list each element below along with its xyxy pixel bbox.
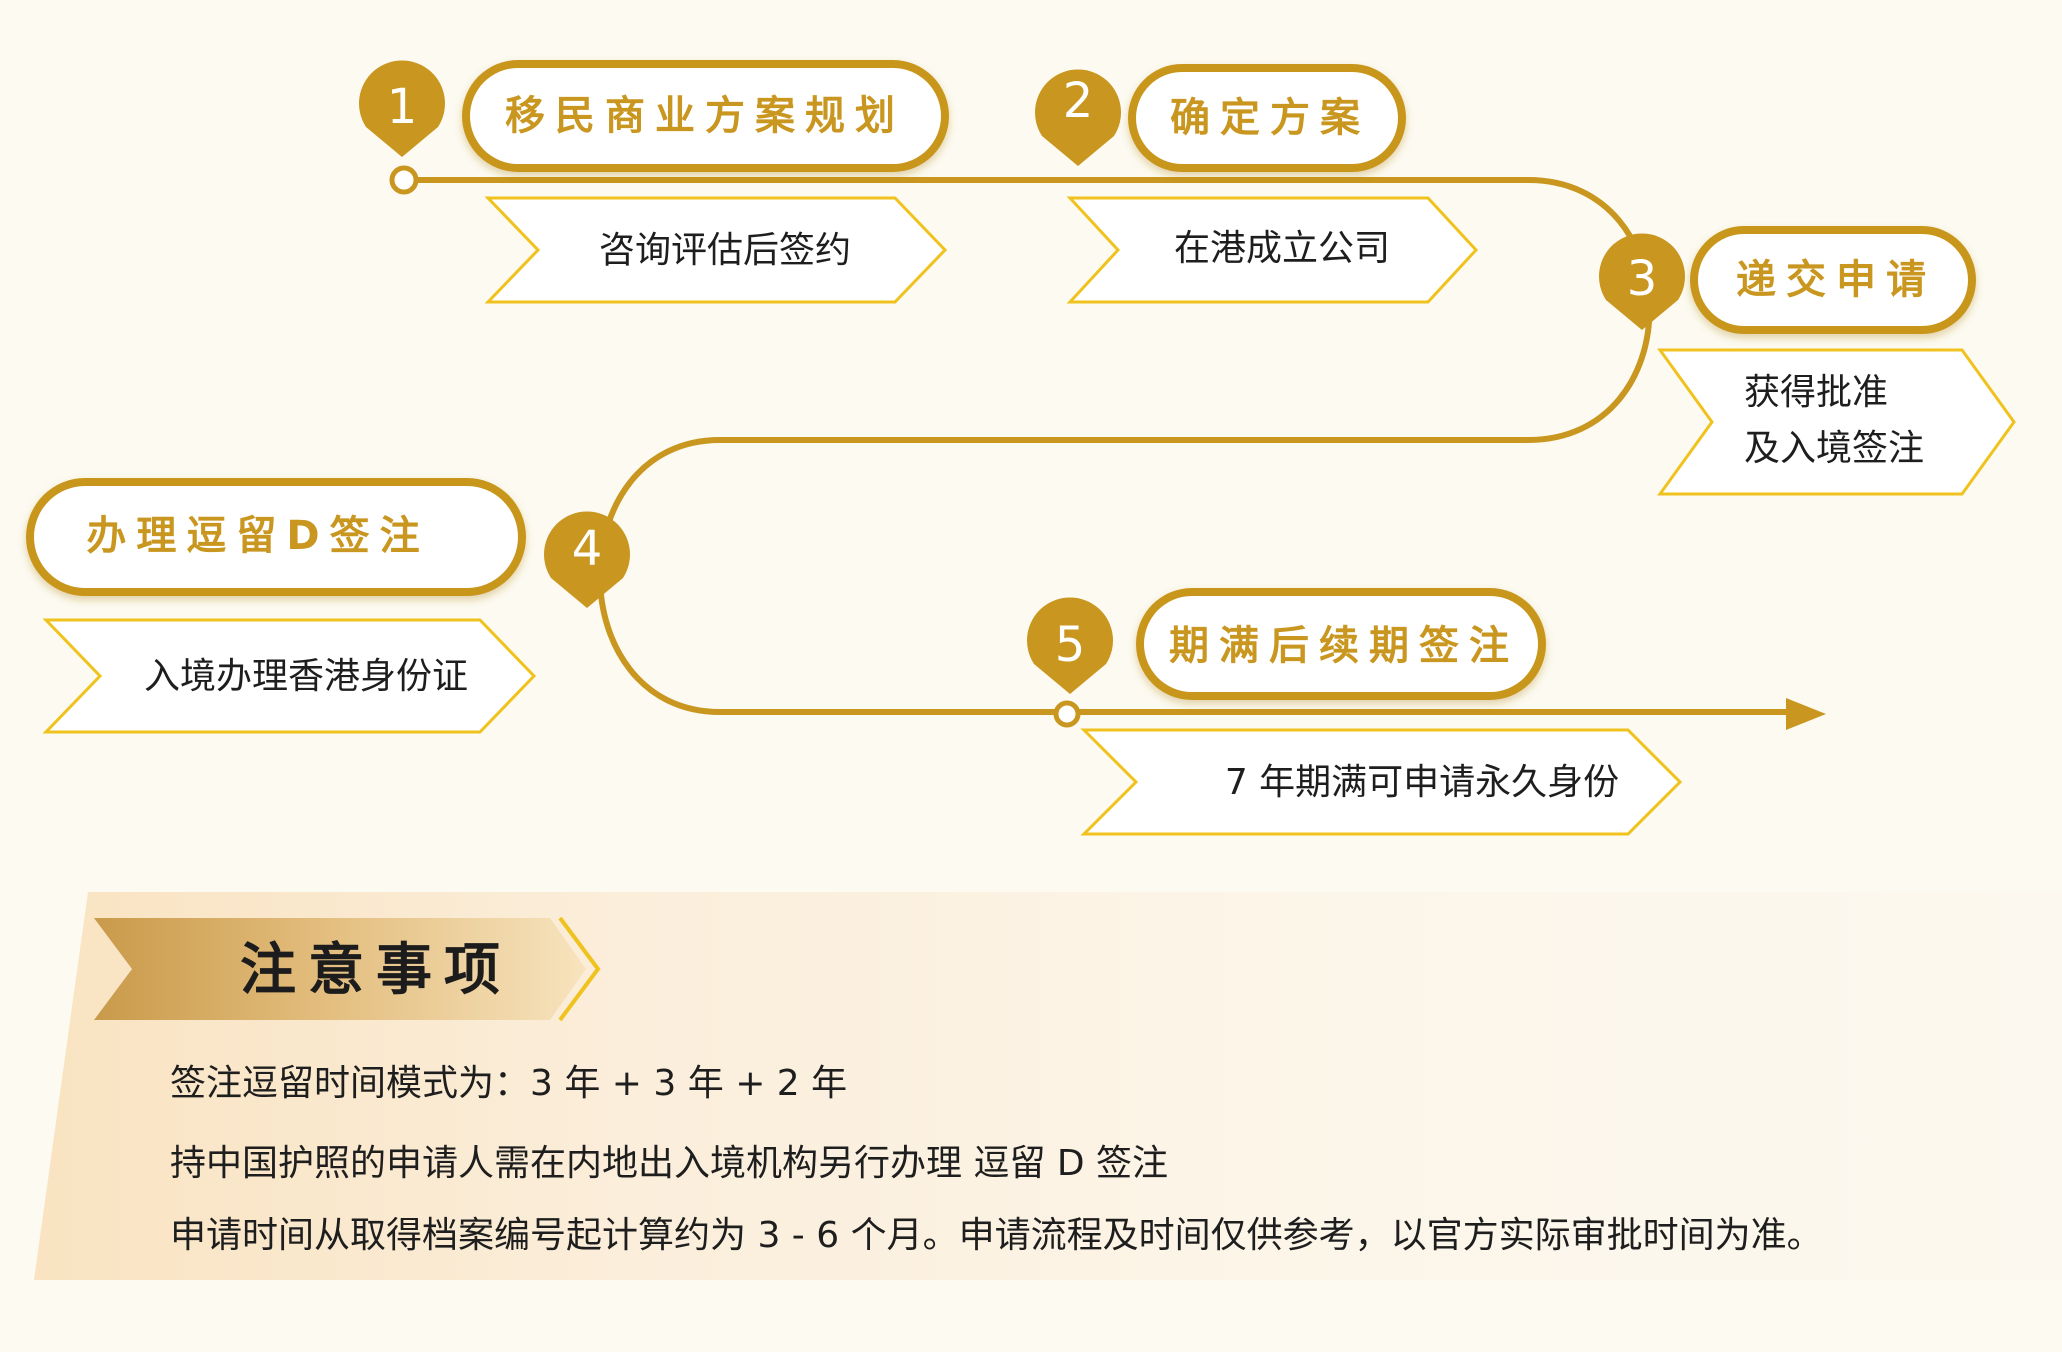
step-3-number: 3	[1627, 251, 1658, 307]
step-1-desc: 咨询评估后签约	[599, 230, 851, 271]
step-3-marker-pin	[1598, 233, 1685, 330]
step-4-title: 办理逗留D签注	[86, 513, 429, 559]
step-2: 2 确定方案 在港成立公司	[1035, 64, 1479, 304]
step-2-number: 2	[1063, 73, 1094, 129]
step-4-desc: 入境办理香港身份证	[144, 656, 468, 697]
step-2-marker-pin	[1035, 69, 1121, 166]
step-5-desc: 7 年期满可申请永久身份	[1225, 762, 1619, 803]
step-2-title: 确定方案	[1170, 95, 1370, 141]
step-5: 5 期满后续期签注 7 年期满可申请永久身份	[1027, 588, 1683, 836]
step-4-desc-tag	[42, 618, 537, 734]
step-5-title: 期满后续期签注	[1169, 623, 1519, 669]
step-2-desc: 在港成立公司	[1174, 228, 1390, 269]
step-2-desc-tag	[1066, 196, 1479, 304]
step-5-desc-tag	[1080, 728, 1683, 836]
step-3-title: 递交申请	[1736, 257, 1936, 303]
note-item-2: 持中国护照的申请人需在内地出入境机构另行办理 逗留 D 签注	[170, 1143, 1169, 1184]
step-1-desc-tag	[484, 196, 948, 304]
path-node-start	[389, 165, 419, 195]
step-3-desc-line2: 及入境签注	[1744, 428, 1924, 469]
step-3: 3 递交申请 获得批准 及入境签注	[1598, 226, 2016, 496]
note-item-1: 签注逗留时间模式为：3 年 + 3 年 + 2 年	[170, 1063, 848, 1104]
step-5-number: 5	[1055, 617, 1086, 673]
step-1-number: 1	[387, 79, 418, 135]
step-1-marker-pin	[359, 60, 445, 157]
step-4-number: 4	[572, 521, 603, 577]
step-3-desc-line1: 获得批准	[1744, 372, 1888, 413]
notes-title: 注意事项	[240, 938, 512, 1003]
step-1-title: 移民商业方案规划	[505, 93, 905, 139]
path-node-5	[1053, 700, 1081, 728]
step-5-marker-pin	[1027, 597, 1113, 694]
step-4: 4 办理逗留D签注 入境办理香港身份证	[26, 478, 630, 734]
notes-title-tag	[94, 916, 601, 1022]
step-4-marker-pin	[544, 511, 630, 608]
step-3-desc-tag	[1657, 348, 2016, 496]
note-item-3: 申请时间从取得档案编号起计算约为 3 - 6 个月。申请流程及时间仅供参考，以官…	[170, 1215, 1823, 1256]
flow-arrowhead	[1786, 698, 1826, 730]
step-1: 1 移民商业方案规划 咨询评估后签约	[359, 60, 949, 304]
